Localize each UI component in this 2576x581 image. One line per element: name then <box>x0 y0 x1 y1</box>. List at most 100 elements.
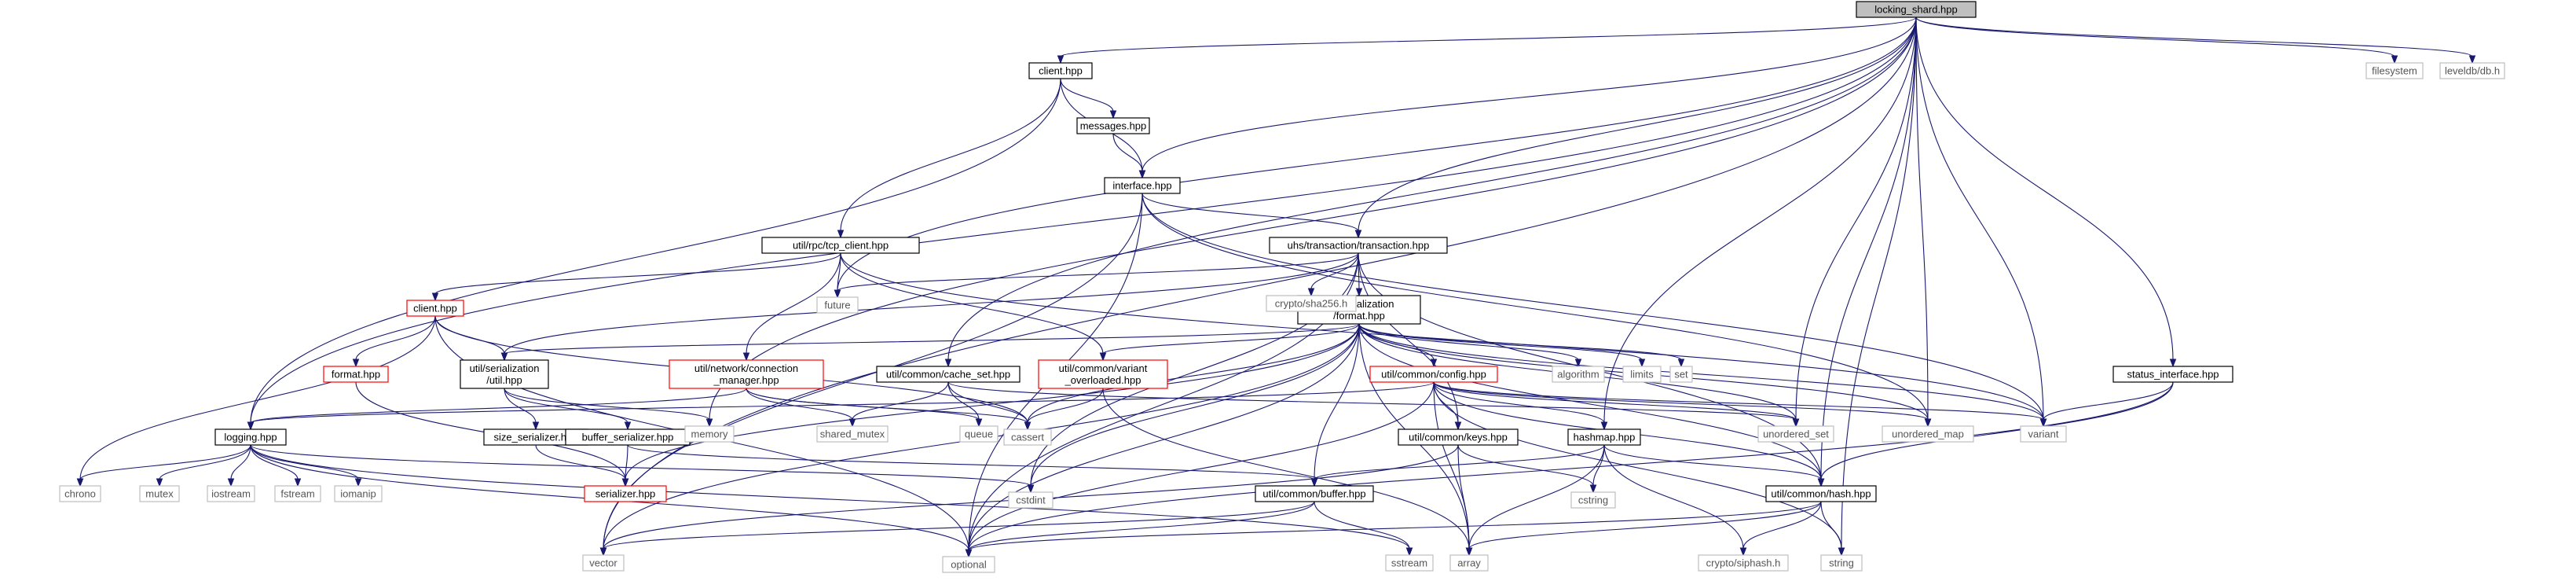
node-config[interactable]: util/common/config.hpp <box>1369 366 1498 383</box>
node-size_ser[interactable]: size_serializer.hpp <box>483 428 588 446</box>
edge-config-to-hashmap <box>1433 381 1608 431</box>
edge-cache_set-to-queue <box>947 381 983 428</box>
edge-config-to-string <box>1433 381 1845 557</box>
edge-conn_mgr-to-shared_mutex <box>746 388 856 428</box>
edge-hash-to-siphash <box>1739 501 1822 557</box>
node-interface[interactable]: interface.hpp <box>1104 177 1181 194</box>
node-label: util/network/connection <box>694 362 798 374</box>
node-label: util/serialization <box>470 362 540 374</box>
node-format_red[interactable]: format.hpp <box>323 366 389 383</box>
edge-hash-to-string <box>1820 501 1845 557</box>
node-cstdint: cstdint <box>1008 491 1053 509</box>
edge-variant_ol-to-cassert <box>1024 388 1104 431</box>
node-hashmap[interactable]: hashmap.hpp <box>1567 428 1641 446</box>
node-variant_ol[interactable]: util/common/variant_overloaded.hpp <box>1038 359 1168 389</box>
edge-hash-to-array <box>1465 501 1822 557</box>
edge-logging-to-iomanip <box>250 444 362 487</box>
node-label: client.hpp <box>413 303 457 314</box>
edge-hashmap-to-cstring <box>1589 444 1605 494</box>
edge-format-to-set <box>1358 323 1685 368</box>
node-array: array <box>1449 554 1489 572</box>
edge-client_top-to-messages <box>1060 78 1117 120</box>
node-label: format.hpp <box>332 369 380 381</box>
edge-locking_shard-to-vector <box>599 17 1917 557</box>
edge-locking_shard-to-cache_set <box>944 17 1917 368</box>
node-chrono: chrono <box>59 485 101 502</box>
node-label: unordered_set <box>1763 428 1829 440</box>
node-tcp_client[interactable]: util/rpc/tcp_client.hpp <box>761 237 920 254</box>
node-optional: optional <box>942 556 995 573</box>
node-hash[interactable]: util/common/hash.hpp <box>1765 485 1877 502</box>
node-label: /format.hpp <box>1333 310 1385 322</box>
node-iostream: iostream <box>207 485 255 502</box>
node-label: util/common/hash.hpp <box>1771 488 1871 500</box>
node-client_top[interactable]: client.hpp <box>1028 62 1093 79</box>
node-label: queue <box>965 428 993 440</box>
edge-config-to-variant <box>1433 381 2047 428</box>
node-label: client.hpp <box>1039 65 1083 77</box>
node-status_if[interactable]: status_interface.hpp <box>2112 366 2233 383</box>
edge-transaction-to-sha256 <box>1307 252 1359 297</box>
node-shared_mutex: shared_mutex <box>816 425 889 443</box>
node-label: vector <box>589 557 617 569</box>
edge-config-to-logging <box>247 381 1435 431</box>
node-label: util/rpc/tcp_client.hpp <box>793 240 889 252</box>
edge-logging-to-chrono <box>76 444 251 487</box>
node-label: leveldb/db.h <box>2445 65 2500 77</box>
node-unordered_map: unordered_map <box>1882 425 1974 443</box>
edge-status_if-to-variant <box>2039 381 2174 428</box>
node-conn_mgr[interactable]: util/network/connection_manager.hpp <box>669 359 824 389</box>
node-format[interactable]: util/serialization/format.hpp <box>1297 295 1421 325</box>
edge-locking_shard-to-client_top <box>1057 17 1917 64</box>
node-label: messages.hpp <box>1080 120 1147 132</box>
node-label: iostream <box>211 488 251 500</box>
node-iomanip: iomanip <box>334 485 383 502</box>
node-mutex: mutex <box>139 485 180 502</box>
node-locking_shard[interactable]: locking_shard.hpp <box>1856 1 1977 18</box>
edge-client_red-to-chrono <box>76 315 436 487</box>
edge-format-to-algorithm <box>1358 323 1582 368</box>
node-messages[interactable]: messages.hpp <box>1076 117 1150 134</box>
edge-buffer-to-sstream <box>1314 501 1413 557</box>
node-label: chrono <box>64 488 96 500</box>
edge-cache_set-to-cassert <box>947 381 1031 431</box>
node-logging[interactable]: logging.hpp <box>214 428 287 446</box>
node-serializer[interactable]: serializer.hpp <box>584 485 667 502</box>
edge-conn_mgr-to-cassert <box>746 388 1031 431</box>
edge-locking_shard-to-transaction <box>1354 17 1917 239</box>
node-buffer[interactable]: util/common/buffer.hpp <box>1255 485 1374 502</box>
node-keys[interactable]: util/common/keys.hpp <box>1398 428 1519 446</box>
edge-client_top-to-tcp_client <box>837 78 1061 239</box>
node-cache_set[interactable]: util/common/cache_set.hpp <box>876 366 1021 383</box>
node-label: size_serializer.hpp <box>494 432 578 443</box>
node-label: crypto/siphash.h <box>1706 557 1781 569</box>
node-label: uhs/transaction/transaction.hpp <box>1288 240 1430 252</box>
edge-logging-to-fstream <box>250 444 302 487</box>
node-label: util/common/config.hpp <box>1381 369 1486 381</box>
edge-conn_mgr-to-logging <box>247 388 747 431</box>
edge-locking_shard-to-string <box>1838 17 1917 557</box>
node-transaction[interactable]: uhs/transaction/transaction.hpp <box>1269 237 1448 254</box>
node-label: util/common/cache_set.hpp <box>886 369 1010 381</box>
node-buf_ser[interactable]: buffer_serializer.hpp <box>565 428 691 446</box>
node-algorithm: algorithm <box>1552 366 1605 383</box>
node-sha256: crypto/sha256.h <box>1266 295 1357 312</box>
edge-conn_mgr-to-queue <box>746 388 983 428</box>
edge-hashmap-to-hash <box>1603 444 1825 487</box>
node-limits: limits <box>1622 366 1662 383</box>
node-label: status_interface.hpp <box>2127 369 2219 381</box>
node-label: hashmap.hpp <box>1574 432 1636 443</box>
edge-logging-to-cstdint <box>250 444 1035 494</box>
edge-ser_util-to-size_ser <box>504 388 540 431</box>
node-ser_util[interactable]: util/serialization/util.hpp <box>460 359 549 389</box>
node-label: filesystem <box>2372 65 2417 77</box>
edge-locking_shard-to-status_if <box>1915 17 2177 368</box>
edge-locking_shard-to-memory <box>705 17 1917 428</box>
edge-interface-to-transaction <box>1141 193 1362 239</box>
edge-logging-to-iostream <box>227 444 251 487</box>
node-label: array <box>1457 557 1481 569</box>
edge-tcp_client-to-conn_mgr <box>742 252 841 362</box>
node-client_red[interactable]: client.hpp <box>406 300 464 317</box>
node-cstring: cstring <box>1570 491 1616 509</box>
node-label: sstream <box>1391 557 1427 569</box>
